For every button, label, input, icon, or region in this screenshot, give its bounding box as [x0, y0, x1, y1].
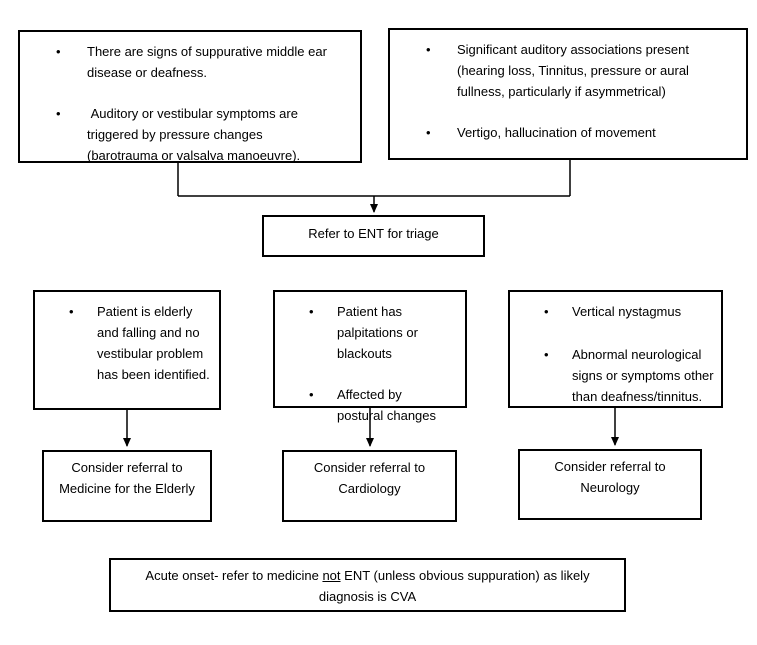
bullet-item: • Significant auditory associations pres… — [426, 39, 722, 102]
bullet-item: • Auditory or vestibular symptoms are tr… — [56, 103, 335, 166]
bullet-text: Affected by postural changes — [337, 387, 437, 423]
acute-note-text-after: ENT (unless obvious suppuration) as like… — [340, 568, 590, 583]
bullet-item: • Patient is elderly and falling and no … — [69, 301, 213, 385]
bullet-text: There are signs of suppurative middle ea… — [87, 44, 327, 80]
bullet-icon: • — [56, 106, 61, 121]
acute-onset-line1: Acute onset- refer to medicine not ENT (… — [111, 565, 624, 586]
bullet-item: • Vertical nystagmus — [544, 301, 719, 322]
criteria-box-elderly: • Patient is elderly and falling and no … — [33, 290, 221, 410]
acute-note-text-before: Acute onset- refer to medicine — [145, 568, 323, 583]
bullet-text: Abnormal neurological signs or symptoms … — [572, 347, 714, 404]
bullet-icon: • — [309, 304, 314, 319]
bullet-text: Vertigo, hallucination of movement — [457, 125, 656, 140]
criteria-box-cardiology: • Patient has palpitations or blackouts … — [273, 290, 467, 423]
triage-box: Refer to ENT for triage — [262, 215, 485, 257]
bullet-icon: • — [544, 304, 549, 319]
bullet-text: Patient has palpitations or blackouts — [337, 304, 418, 361]
criteria-box-neurology: • Vertical nystagmus • Abnormal neurolog… — [508, 290, 723, 408]
bullet-icon: • — [309, 387, 314, 402]
bullet-item: • Affected by postural changes — [309, 384, 442, 426]
referral-cardiology-label: Consider referral to Cardiology — [313, 460, 426, 496]
criteria-box-auditory: • Significant auditory associations pres… — [388, 28, 748, 160]
bullet-icon: • — [69, 304, 74, 319]
bullet-text: Vertical nystagmus — [572, 304, 682, 319]
acute-onset-note-box: Acute onset- refer to medicine not ENT (… — [109, 558, 626, 612]
referral-neurology-label: Consider referral to Neurology — [554, 459, 666, 495]
referral-box-elderly: Consider referral to Medicine for the El… — [42, 450, 212, 522]
acute-onset-line2: diagnosis is CVA — [318, 589, 417, 604]
bullet-item: • Abnormal neurological signs or symptom… — [544, 344, 719, 407]
bullet-item: • Patient has palpitations or blackouts — [309, 301, 442, 364]
bullet-icon: • — [544, 347, 549, 362]
triage-label: Refer to ENT for triage — [308, 226, 439, 241]
bullet-icon: • — [426, 125, 431, 140]
referral-box-cardiology: Consider referral to Cardiology — [282, 450, 457, 522]
referral-elderly-label: Consider referral to Medicine for the El… — [59, 460, 195, 496]
bullet-icon: • — [56, 44, 61, 59]
bullet-item: • There are signs of suppurative middle … — [56, 41, 335, 83]
bullet-icon: • — [426, 42, 431, 57]
criteria-box-suppurative: • There are signs of suppurative middle … — [18, 30, 362, 163]
bullet-text: Auditory or vestibular symptoms are trig… — [87, 106, 301, 163]
bullet-item: • Vertigo, hallucination of movement — [426, 122, 722, 143]
bullet-text: Significant auditory associations presen… — [457, 42, 689, 99]
bullet-text: Patient is elderly and falling and no ve… — [97, 304, 210, 382]
referral-box-neurology: Consider referral to Neurology — [518, 449, 702, 520]
acute-note-underlined-word: not — [322, 568, 341, 583]
